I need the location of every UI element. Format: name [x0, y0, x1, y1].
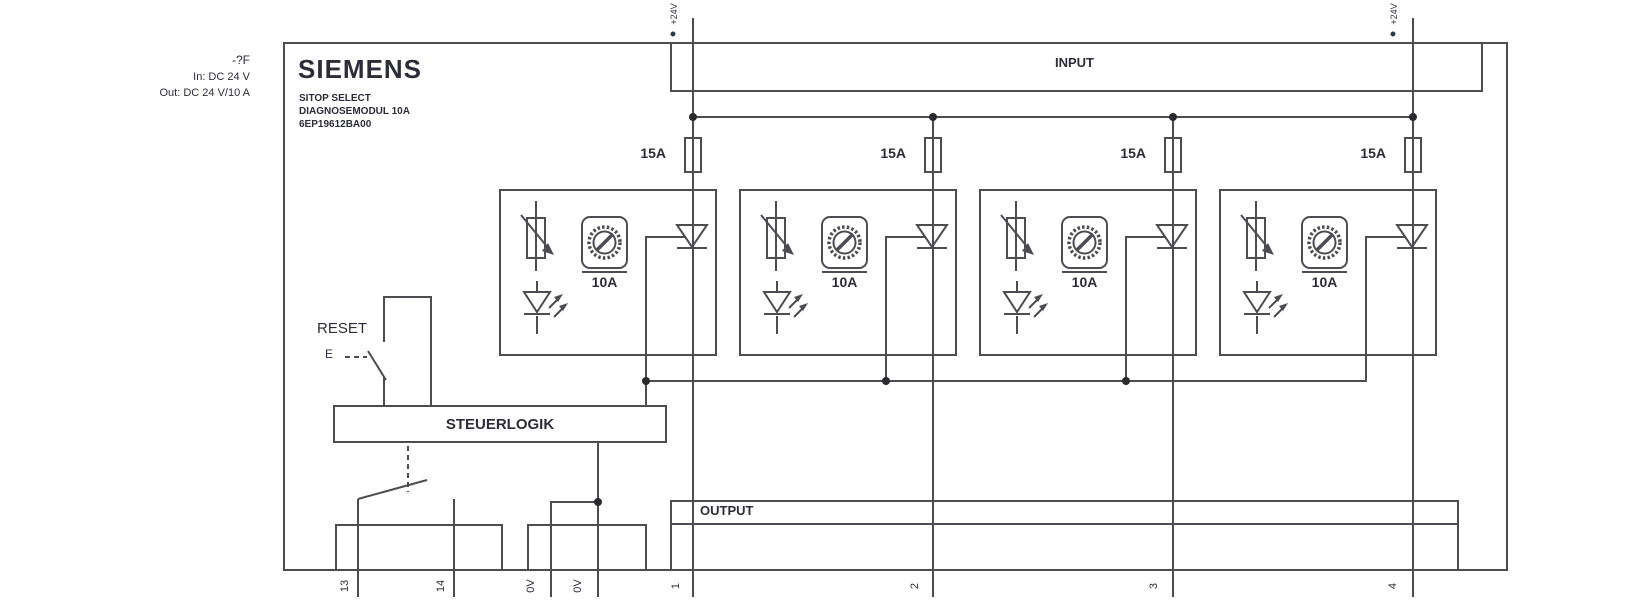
- input-rating: In: DC 24 V: [193, 71, 250, 83]
- fuse-symbol: [924, 137, 942, 173]
- wire-channel4-control: [1365, 238, 1367, 382]
- output-diode-icon: [1125, 224, 1189, 249]
- junction-dot: [882, 377, 890, 385]
- fuse-symbol: [684, 137, 702, 173]
- wire-0v-link: [550, 501, 598, 503]
- terminal-bracket-left: [335, 524, 337, 571]
- terminal-bracket-left: [501, 524, 503, 571]
- module-name: DIAGNOSEMODUL 10A: [299, 106, 410, 117]
- led-indicator-icon: [762, 281, 808, 334]
- terminal-bracket-0v: [527, 524, 645, 526]
- terminal-label-2: 2: [909, 582, 921, 590]
- terminal-label-0v: 0V: [572, 579, 584, 593]
- led-indicator-icon: [522, 281, 568, 334]
- input-bus-box: [670, 42, 1483, 92]
- supply-label-right: +24V: [1389, 3, 1399, 25]
- junction-dot: [594, 498, 602, 506]
- output-diode-icon: [885, 224, 949, 249]
- wire-channel1-control: [645, 238, 647, 407]
- supply-label-left: +24V: [669, 3, 679, 25]
- current-setting-label: 10A: [591, 274, 618, 290]
- current-setting-label: 10A: [831, 274, 858, 290]
- channel-block-3: [979, 189, 1197, 356]
- output-diode-icon: [1365, 224, 1429, 249]
- reset-button-top: [383, 296, 432, 298]
- junction-dot: [1122, 377, 1130, 385]
- control-logic-box: STEUERLOGIK: [333, 405, 667, 443]
- device-designator: -?F: [232, 53, 250, 67]
- terminal-label-1: 1: [670, 582, 682, 590]
- supply-node-left: [670, 31, 676, 37]
- terminal-label-13: 13: [339, 579, 351, 593]
- fuse-rating-label: 15A: [640, 145, 666, 161]
- junction-dot: [1409, 113, 1417, 121]
- output-rating: Out: DC 24 V/10 A: [159, 87, 251, 99]
- junction-dot: [642, 377, 650, 385]
- current-sensor-icon: [1240, 201, 1274, 271]
- potentiometer-icon: [821, 216, 868, 273]
- potentiometer-icon: [1301, 216, 1348, 273]
- output-bus-box: [670, 500, 1459, 525]
- led-indicator-icon: [1242, 281, 1288, 334]
- reset-button-left: [383, 296, 385, 342]
- fuse-symbol: [1404, 137, 1422, 173]
- potentiometer-icon: [1061, 216, 1108, 273]
- reset-label: RESET: [316, 320, 367, 337]
- reset-button-right: [430, 296, 432, 407]
- channel-border: [499, 189, 717, 356]
- junction-dot: [1169, 113, 1177, 121]
- fuse-rating-label: 15A: [880, 145, 906, 161]
- output-diode-icon: [645, 224, 709, 249]
- wire-channel3-control: [1125, 238, 1127, 382]
- output-bus-side: [1457, 525, 1459, 571]
- input-bus-label: INPUT: [1055, 55, 1094, 70]
- control-logic-label: STEUERLOGIK: [445, 415, 555, 433]
- channel-border: [739, 189, 957, 356]
- brand-logo: SIEMENS: [298, 54, 423, 84]
- terminal-bracket-0v: [645, 524, 647, 571]
- potentiometer-icon: [581, 216, 628, 273]
- output-bus-label: OUTPUT: [700, 503, 754, 518]
- channel-block-4: [1219, 189, 1437, 356]
- channel-block-1: [499, 189, 717, 356]
- reset-button-left-lower: [383, 377, 385, 407]
- fuse-rating-label: 15A: [1120, 145, 1146, 161]
- channel-block-2: [739, 189, 957, 356]
- terminal-label-0v: 0V: [525, 579, 537, 593]
- wire-input-bus: [692, 116, 1414, 118]
- current-sensor-icon: [760, 201, 794, 271]
- wire-collector: [645, 380, 1367, 382]
- product-name: SITOP SELECT: [299, 93, 371, 104]
- fuse-rating-label: 15A: [1360, 145, 1386, 161]
- wire-0v-a: [550, 502, 552, 597]
- current-setting-label: 10A: [1311, 274, 1338, 290]
- current-sensor-icon: [520, 201, 554, 271]
- current-sensor-icon: [1000, 201, 1034, 271]
- wire-terminal-13: [357, 499, 359, 597]
- current-setting-label: 10A: [1071, 274, 1098, 290]
- wire-channel2-main: [932, 117, 934, 597]
- part-number: 6EP19612BA00: [299, 119, 372, 130]
- wire-channel1-main: [692, 18, 694, 597]
- wire-channel3-main: [1172, 117, 1174, 597]
- terminal-bracket-left: [335, 524, 502, 526]
- wire-channel2-control: [885, 238, 887, 382]
- channel-border: [1219, 189, 1437, 356]
- fuse-symbol: [1164, 137, 1182, 173]
- wire-channel4-main: [1412, 18, 1414, 597]
- device-ratings: -?F In: DC 24 V Out: DC 24 V/10 A: [90, 53, 251, 101]
- terminal-label-3: 3: [1148, 582, 1160, 590]
- supply-node-right: [1390, 31, 1396, 37]
- led-indicator-icon: [1002, 281, 1048, 334]
- junction-dot: [689, 113, 697, 121]
- output-bus-side: [670, 525, 672, 571]
- wire-terminal-14: [453, 499, 455, 597]
- channel-border: [979, 189, 1197, 356]
- junction-dot: [929, 113, 937, 121]
- terminal-label-4: 4: [1387, 582, 1399, 590]
- terminal-bracket-0v: [527, 524, 529, 571]
- reset-input-label: E: [325, 347, 334, 361]
- terminal-label-14: 14: [435, 579, 447, 593]
- wire-0v-b: [597, 443, 599, 597]
